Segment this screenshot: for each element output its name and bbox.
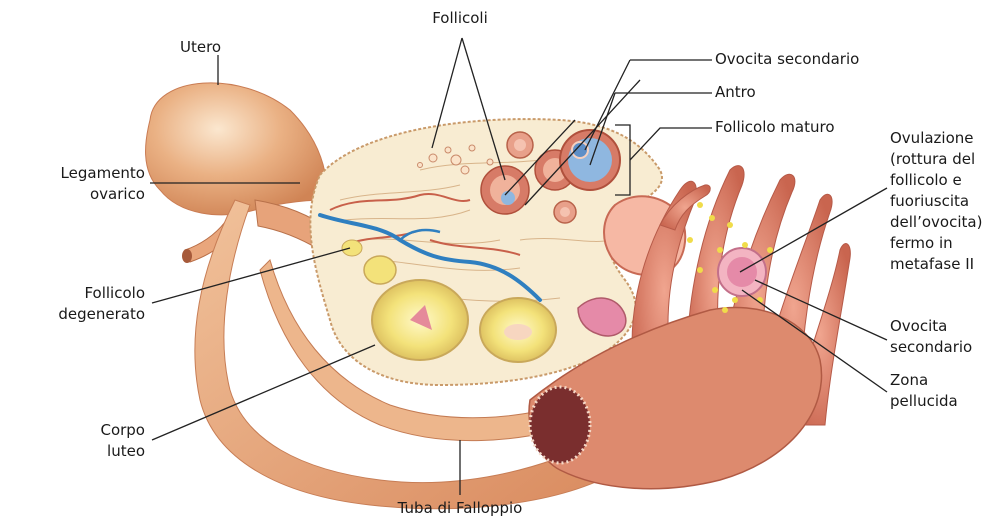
label-corpo-luteo: Corpo luteo (0, 420, 145, 462)
label-follicolo-maturo: Follicolo maturo (715, 117, 835, 138)
label-ovulazione: Ovulazione (rottura del follicolo e fuor… (890, 128, 982, 275)
label-ovocita-secondario-right: Ovocita secondario (890, 316, 972, 358)
label-follicolo-degenerato: Follicolo degenerato (0, 283, 145, 325)
ejected-oocyte (718, 248, 766, 296)
label-utero: Utero (180, 37, 221, 58)
label-tuba-di-falloppio: Tuba di Falloppio (370, 498, 550, 519)
label-zona-pellucida: Zona pellucida (890, 370, 958, 412)
label-legamento-ovarico: Legamento ovarico (0, 163, 145, 205)
label-antro: Antro (715, 82, 756, 103)
label-ovocita-secondario-top: Ovocita secondario (715, 49, 859, 70)
label-follicoli: Follicoli (395, 8, 525, 29)
uterus-shape (146, 83, 327, 215)
